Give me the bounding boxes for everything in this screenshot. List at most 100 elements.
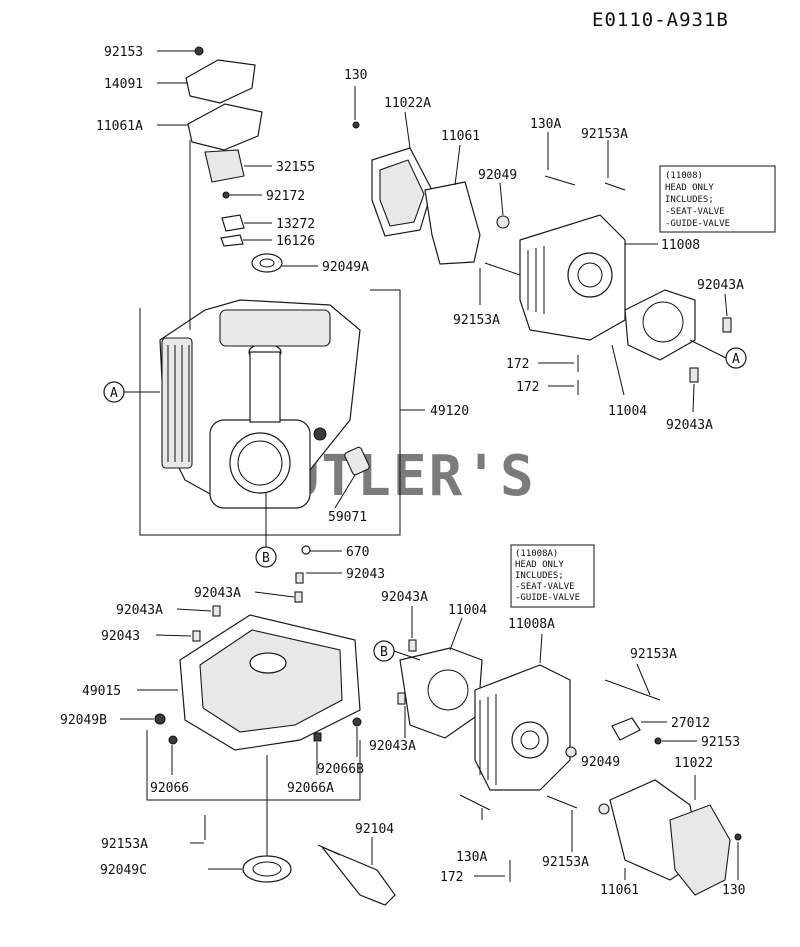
label-11061A: 11061A	[96, 119, 143, 134]
label-92049B: 92049B	[60, 713, 107, 728]
plug-59071	[344, 446, 370, 476]
note-bottom-line: INCLUDES;	[515, 571, 564, 581]
label-11008A: 11008A	[508, 617, 555, 632]
bolt-92153A-mid	[484, 262, 521, 276]
diagram-code: E0110-A931B	[592, 9, 729, 31]
label-11004: 11004	[448, 603, 487, 618]
label-14091: 14091	[104, 77, 143, 92]
label-32155: 32155	[276, 160, 315, 175]
label-172: 172	[506, 357, 529, 372]
note-top-line: INCLUDES;	[665, 195, 714, 205]
label-92153: 92153	[104, 45, 143, 60]
seal-92049-b	[565, 746, 577, 758]
plate-13272	[221, 214, 245, 232]
dowel-92043A-b2	[397, 692, 406, 705]
label-13272: 13272	[276, 217, 315, 232]
label-16126: 16126	[276, 234, 315, 249]
screw-92172	[222, 191, 230, 199]
label-92049A: 92049A	[322, 260, 369, 275]
seal-92049-top	[496, 215, 510, 229]
bolt-92153A-top	[604, 182, 626, 191]
label-11008: 11008	[661, 238, 700, 253]
ref-a-left: A	[110, 386, 118, 401]
label-92153A: 92153A	[101, 837, 148, 852]
note-bottom-line: HEAD ONLY	[515, 560, 564, 570]
label-92043A: 92043A	[666, 418, 713, 433]
label-59071: 59071	[328, 510, 367, 525]
label-172: 172	[516, 380, 539, 395]
bolt-130-top	[352, 121, 360, 129]
plug-92066A	[313, 732, 322, 742]
note-top-line: -GUIDE-VALVE	[665, 219, 730, 229]
label-92049: 92049	[478, 168, 517, 183]
label-49120: 49120	[430, 404, 469, 419]
head-cover-11022A	[371, 147, 433, 237]
head-cover-11022	[609, 779, 731, 896]
ref-b-bottom: B	[380, 645, 388, 660]
label-92172: 92172	[266, 189, 305, 204]
ref-a-right: A	[732, 352, 740, 367]
leader-lines	[120, 50, 739, 880]
ref-b-top: B	[262, 551, 270, 566]
cover-plate-14091	[185, 59, 256, 104]
crankcase-49120	[159, 299, 361, 509]
plate-16126	[220, 234, 244, 247]
seal-92049B	[154, 713, 166, 725]
bolt-130A-bottom	[459, 794, 491, 811]
label-27012: 27012	[671, 716, 710, 731]
bracket-27012	[611, 717, 641, 741]
plug-92066B	[352, 717, 362, 727]
note-bottom-line: (11008A)	[515, 549, 558, 559]
bolt-130-bottom	[734, 833, 742, 841]
dowel-92043A-r2	[689, 367, 699, 383]
label-11004: 11004	[608, 404, 647, 419]
label-92153: 92153	[701, 735, 740, 750]
gasket-11061-top	[424, 181, 481, 265]
bolt-92153A-b2	[546, 795, 578, 809]
label-92043A: 92043A	[194, 586, 241, 601]
label-49015: 49015	[82, 684, 121, 699]
note-box-top	[659, 165, 776, 233]
label-92153A: 92153A	[453, 313, 500, 328]
label-92043A: 92043A	[369, 739, 416, 754]
label-92153A: 92153A	[542, 855, 589, 870]
plug-92066	[168, 735, 178, 745]
cylinder-head-11008	[519, 214, 626, 341]
label-92043: 92043	[101, 629, 140, 644]
dowel-92043A-b1	[408, 639, 417, 652]
bolt-92153-b	[654, 737, 662, 745]
label-92066: 92066	[150, 781, 189, 796]
label-11061: 11061	[600, 883, 639, 898]
label-670: 670	[346, 545, 369, 560]
label-92049C: 92049C	[100, 863, 147, 878]
bolt-130A-top	[544, 175, 576, 186]
note-top-line: (11008)	[665, 171, 703, 181]
gasket-11004-bottom	[399, 647, 483, 739]
note-bottom-line: -SEAT-VALVE	[515, 582, 575, 592]
cover-stack	[185, 46, 283, 273]
label-92043A: 92043A	[381, 590, 428, 605]
part-labels: 92153 14091 11061A 32155 92172 13272 161…	[60, 45, 745, 898]
seal-92049A	[251, 253, 283, 273]
note-bottom-line: -GUIDE-VALVE	[515, 593, 580, 603]
label-172: 172	[440, 870, 463, 885]
filter-32155	[204, 149, 245, 183]
dowel-92043A-c2	[212, 605, 221, 617]
sealant-tube-92104	[317, 844, 396, 906]
label-92066A: 92066A	[287, 781, 334, 796]
label-92043A: 92043A	[697, 278, 744, 293]
dowel-92043A-r1	[722, 317, 732, 333]
bolt-92153-top	[194, 46, 204, 56]
label-130: 130	[344, 68, 367, 83]
label-130A: 130A	[530, 117, 561, 132]
cylinder-head-11008A	[474, 664, 571, 791]
label-92153A: 92153A	[581, 127, 628, 142]
label-92049: 92049	[581, 755, 620, 770]
label-92153A: 92153A	[630, 647, 677, 662]
dowel-92043A-c1	[294, 591, 303, 603]
oring-670	[301, 545, 311, 555]
note-box-bottom	[510, 544, 595, 608]
label-130: 130	[722, 883, 745, 898]
note-top-line: -SEAT-VALVE	[665, 207, 725, 217]
